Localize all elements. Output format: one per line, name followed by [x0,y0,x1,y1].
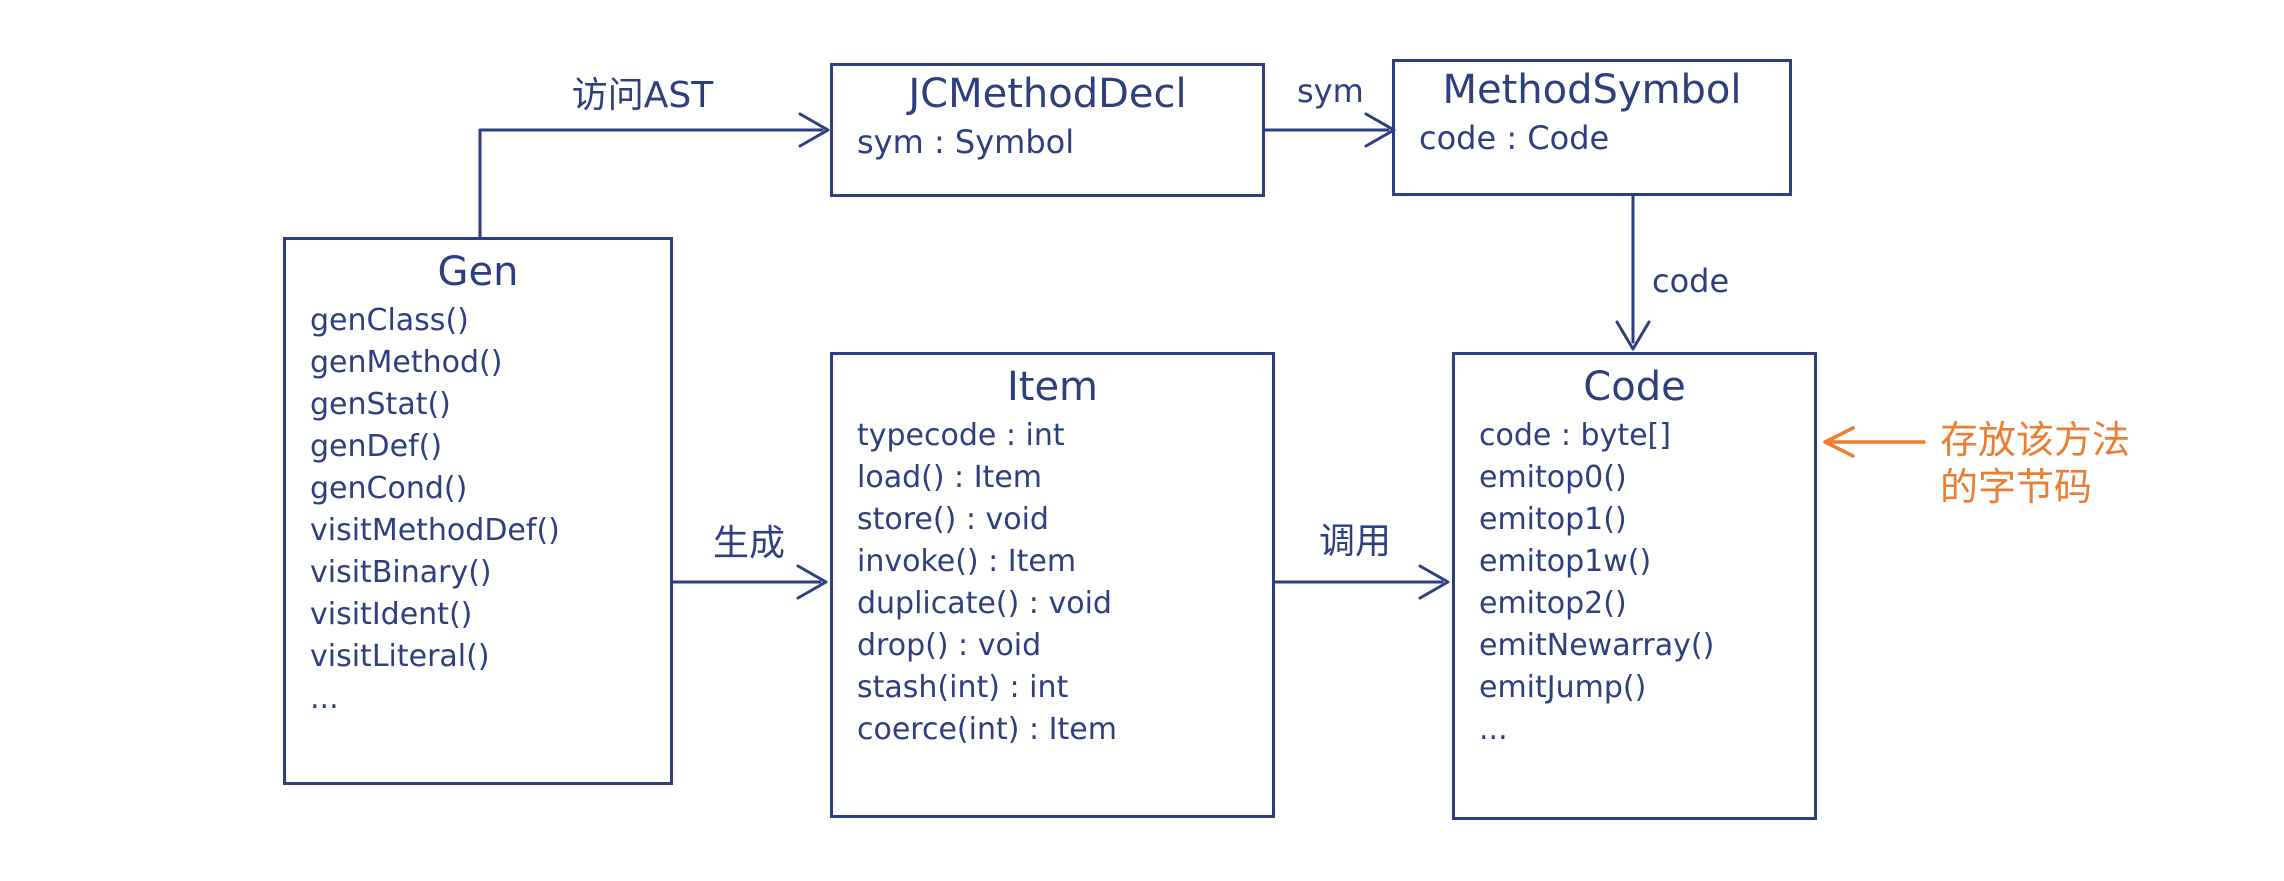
class-box-item: Item typecode : int load() : Item store() … [830,352,1275,818]
annotation-line-2: 的字节码 [1940,465,2093,509]
class-member: visitIdent() [310,597,473,632]
class-member: load() : Item [857,460,1042,495]
class-member: code : byte[] [1479,418,1671,453]
class-member: emitJump() [1479,670,1647,705]
class-member: genStat() [310,387,451,422]
annotation-line-1: 存放该方法 [1940,418,2131,462]
class-member: genCond() [310,471,468,506]
class-title: Item [1006,364,1099,410]
class-member: visitBinary() [310,555,492,590]
class-members: genClass() genMethod() genStat() genDef() ge… [286,296,670,720]
class-members: code : byte[] emitop0() emitop1() emitop1w(… [1455,411,1814,751]
class-member: ... [310,681,339,716]
item-to-code-arrowhead-icon [1418,564,1450,600]
class-box-methodsymbol: MethodSymbol code : Code [1392,59,1792,196]
class-member: duplicate() : void [857,586,1112,621]
class-member: stash(int) : int [857,670,1069,705]
class-member: genClass() [310,303,469,338]
class-title: MethodSymbol [1442,67,1742,113]
class-member: drop() : void [857,628,1042,663]
class-member: coerce(int) : Item [857,712,1117,747]
class-members: sym : Symbol [833,118,1262,162]
class-member: visitMethodDef() [310,513,560,548]
class-box-gen: Gen genClass() genMethod() genStat() genDef… [283,237,673,785]
class-title: Gen [437,249,519,295]
class-member: emitop2() [1479,586,1627,621]
class-member: invoke() : Item [857,544,1077,579]
class-member: store() : void [857,502,1049,537]
class-member: ... [1479,712,1508,747]
class-member: sym : Symbol [857,123,1075,161]
gen-to-jcmethoddecl-arrowhead-icon [798,112,830,148]
edge-label-code: code [1652,262,1730,300]
gen-to-jcmethoddecl-connector [478,128,824,239]
class-member: emitop0() [1479,460,1627,495]
edge-label-generate: 生成 [713,523,786,564]
class-member: code : Code [1419,119,1610,157]
class-member: typecode : int [857,418,1065,453]
edge-label-invoke: 调用 [1319,521,1392,562]
class-members: code : Code [1395,114,1789,158]
annotation-arrowhead-icon [1823,426,1855,458]
class-box-jcmethoddecl: JCMethodDecl sym : Symbol [830,63,1265,197]
class-member: emitop1w() [1479,544,1652,579]
class-member: genDef() [310,429,443,464]
class-member: emitNewarray() [1479,628,1715,663]
class-title: JCMethodDecl [908,71,1187,117]
class-title: Code [1583,364,1686,410]
class-member: genMethod() [310,345,503,380]
edge-label-sym: sym [1297,72,1364,110]
class-box-code: Code code : byte[] emitop0() emitop1() emit… [1452,352,1817,820]
methodsymbol-to-code-arrowhead-icon [1615,320,1651,351]
class-member: visitLiteral() [310,639,490,674]
annotation-text: 存放该方法 的字节码 [1940,417,2130,511]
class-member: emitop1() [1479,502,1627,537]
gen-to-item-arrowhead-icon [796,564,828,600]
class-members: typecode : int load() : Item store() : voi… [833,411,1272,751]
edge-label-visit-ast: 访问AST [571,75,714,116]
